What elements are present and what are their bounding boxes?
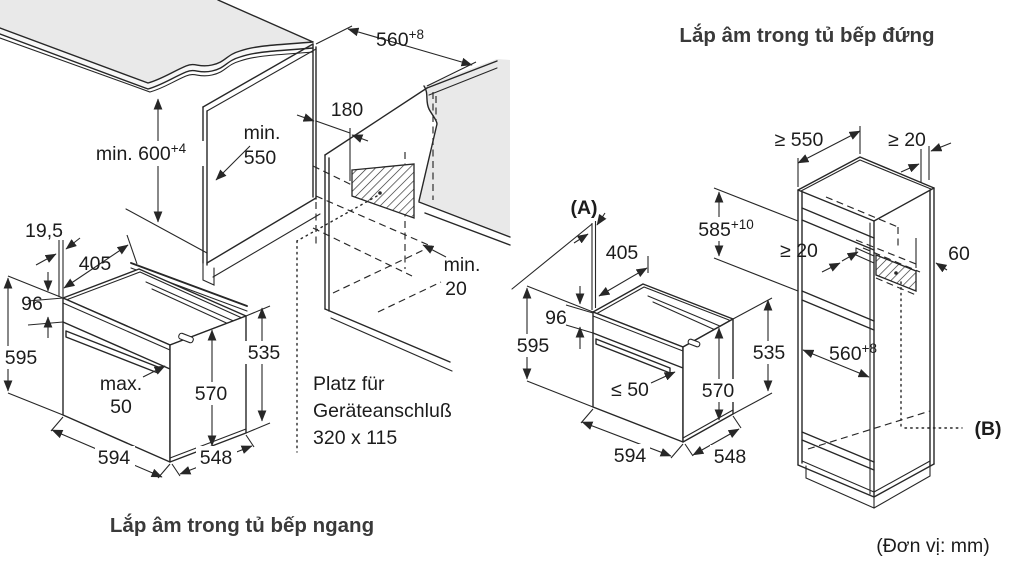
dim-label-570: 570: [195, 383, 228, 405]
right-dimensions: [522, 126, 952, 459]
wall-section: [418, 59, 511, 247]
dim-label-548-right: 548: [714, 446, 747, 468]
right-title: Lắp âm trong tủ bếp đứng: [679, 23, 934, 47]
dim-label-535: 535: [248, 342, 281, 364]
oven-right: [592, 283, 734, 443]
dim-label-cutout-width: 560+8: [376, 27, 424, 51]
dim-label-max50-1: max.: [100, 373, 142, 395]
wall-edge-line: [511, 223, 593, 290]
countertop: [0, 0, 314, 93]
dim-label-depth-2: 550: [244, 147, 277, 169]
dim-label-548: 548: [200, 447, 233, 469]
right-labels: Lắp âm trong tủ bếp đứng ≥ 550 ≥ 20 585+…: [515, 23, 1002, 557]
left-labels: 560+8 min. 600+4 min. 550 180 min. 20 19…: [4, 27, 480, 537]
right-diagram: Lắp âm trong tủ bếp đứng ≥ 550 ≥ 20 585+…: [511, 23, 1002, 557]
oven-left: [62, 268, 247, 463]
dim-label-405-right: 405: [606, 242, 639, 264]
dim-label-535-right: 535: [753, 342, 786, 364]
dim-label-ge20-shelf: ≥ 20: [780, 240, 818, 262]
unit-note: (Đơn vị: mm): [876, 535, 990, 557]
dim-label-96: 96: [21, 293, 43, 315]
note-platz-line1: Platz für: [313, 373, 385, 395]
dim-label-96-right: 96: [545, 307, 567, 329]
dim-label-ge20-wall: ≥ 20: [888, 129, 926, 151]
dim-label-180: 180: [331, 99, 364, 121]
dim-label-min20-2: 20: [445, 278, 467, 300]
dim-label-ge550: ≥ 550: [775, 129, 824, 151]
note-platz-line2: Geräteanschluß: [313, 400, 452, 422]
dim-label-594: 594: [98, 447, 131, 469]
dim-label-le50: ≤ 50: [611, 379, 649, 401]
dim-label-570-right: 570: [702, 380, 735, 402]
dim-label-595-right: 595: [517, 335, 550, 357]
dim-label-405: 405: [79, 253, 112, 275]
dim-label-560-right: 560+8: [829, 341, 877, 365]
note-platz-line3: 320 x 115: [313, 427, 397, 449]
dim-label-585: 585+10: [698, 217, 753, 241]
marker-a-label: (A): [570, 197, 597, 219]
left-caption: Lắp âm trong tủ bếp ngang: [110, 513, 374, 537]
dim-label-595: 595: [5, 347, 38, 369]
dim-label-max50-2: 50: [110, 396, 132, 418]
marker-b-label: (B): [974, 418, 1001, 440]
left-diagram: 560+8 min. 600+4 min. 550 180 min. 20 19…: [0, 0, 511, 537]
connection-space-hatch: [296, 163, 415, 453]
dim-label-60: 60: [948, 243, 970, 265]
dim-label-depth-1: min.: [244, 122, 281, 144]
dim-label-height: min. 600+4: [96, 141, 187, 165]
dim-label-594-right: 594: [614, 445, 647, 467]
dim-label-19-5: 19,5: [25, 220, 63, 242]
dim-label-min20-1: min.: [444, 254, 481, 276]
tall-cabinet: [797, 156, 963, 509]
